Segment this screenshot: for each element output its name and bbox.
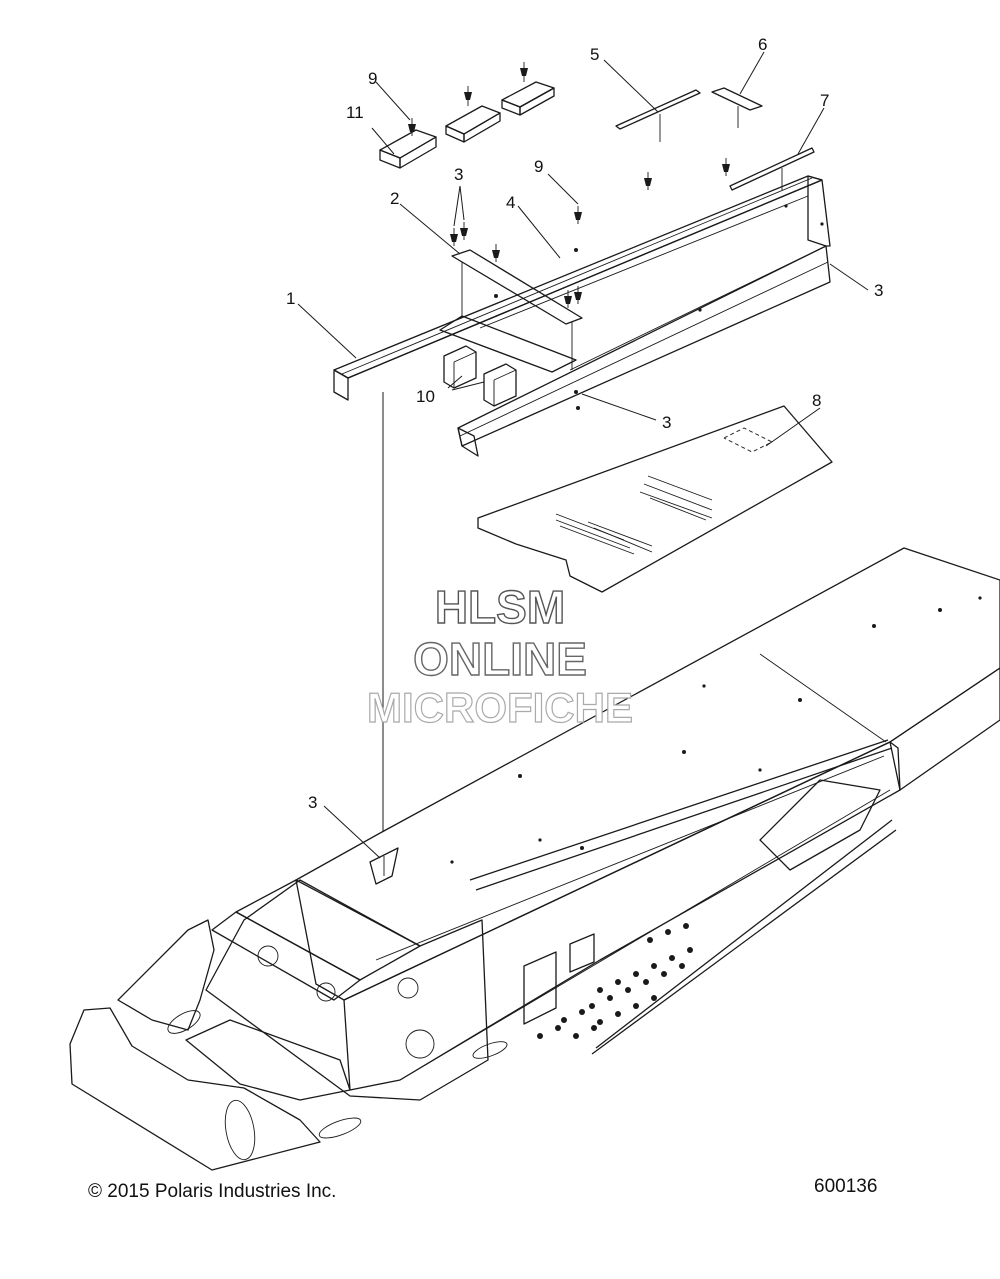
callout-10: 10	[416, 387, 435, 406]
chassis-tunnel	[69, 547, 1000, 1171]
copyright-notice: © 2015 Polaris Industries Inc.	[88, 1181, 337, 1202]
bracket-part-11	[379, 129, 437, 169]
fastener-9-group	[408, 62, 528, 136]
callout-1: 1	[286, 289, 295, 308]
callout-3-side: 3	[662, 413, 671, 432]
bracket-part-11c	[501, 81, 555, 116]
callout-4: 4	[506, 193, 515, 212]
watermark-line-3: MICROFICHE	[366, 683, 633, 731]
callout-5: 5	[590, 45, 599, 64]
decal-3-tunnel	[369, 847, 399, 885]
callout-3-tunnel: 3	[308, 793, 317, 812]
callout-7: 7	[820, 91, 829, 110]
trim-strip-6	[711, 87, 763, 128]
mat-grip-lines	[555, 475, 713, 555]
deck-hole-pattern	[450, 596, 982, 864]
callout-9: 9	[368, 69, 377, 88]
callout-labels: 9 11 5 6 7 3 9 2 4 3 1 10 3 8 3	[286, 35, 883, 812]
callout-8: 8	[812, 391, 821, 410]
tunnel-extension-frame	[333, 175, 831, 457]
watermark-line-1: HLSM	[434, 580, 566, 633]
bumper-blocks-10	[443, 345, 517, 407]
trim-strip-5	[615, 89, 701, 142]
watermark-line-2: ONLINE	[412, 632, 587, 685]
trim-strip-7	[729, 147, 815, 191]
figure-id: 600136	[814, 1176, 878, 1197]
callout-6: 6	[758, 35, 767, 54]
callout-2: 2	[390, 189, 399, 208]
callout-3-fasteners: 3	[454, 165, 463, 184]
vent-hole-pattern	[537, 923, 693, 1039]
callout-9-frame: 9	[534, 157, 543, 176]
callout-3-rear: 3	[874, 281, 883, 300]
frame-fasteners	[450, 158, 730, 308]
bracket-part-11b	[445, 105, 501, 143]
leader-lines	[297, 51, 869, 859]
floor-mat-8	[477, 405, 833, 593]
callout-11: 11	[346, 103, 364, 122]
